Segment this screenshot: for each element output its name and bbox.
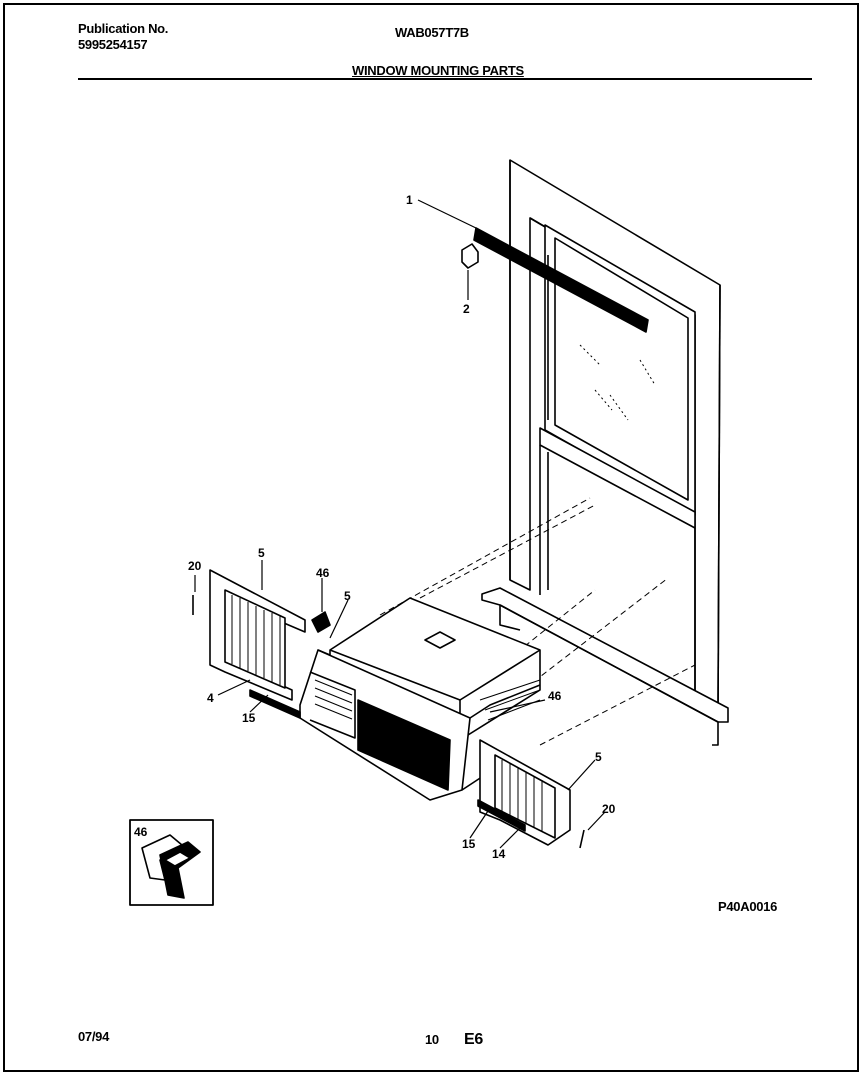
air-conditioner-unit: [299, 597, 541, 801]
callout-4: 4: [207, 691, 214, 705]
footer-section-code: E6: [464, 1031, 483, 1048]
right-side-curtain: [477, 739, 571, 846]
figure-code: P40A0016: [718, 899, 778, 914]
callout-5-right: 5: [595, 750, 602, 764]
model-number: WAB057T7B: [395, 25, 469, 40]
section-title: WINDOW MOUNTING PARTS: [352, 63, 524, 78]
callout-1: 1: [406, 193, 413, 207]
mounting-bracket: [461, 243, 479, 269]
callout-46-right: 46: [548, 689, 562, 703]
header-rule: [78, 78, 812, 80]
weather-seal-strip: [473, 227, 649, 333]
callout-20-right: 20: [602, 802, 616, 816]
callout-5-center: 5: [344, 589, 351, 603]
callout-46-top: 46: [316, 566, 330, 580]
leader-lines: [194, 199, 606, 849]
callout-5-left: 5: [258, 546, 265, 560]
callout-14: 14: [492, 847, 506, 861]
callout-2: 2: [463, 302, 470, 316]
callout-20-left: 20: [188, 559, 202, 573]
left-side-curtain: [209, 569, 306, 719]
footer-date: 07/94: [78, 1029, 110, 1044]
page-border: [3, 3, 859, 1072]
callout-46-inset: 46: [134, 825, 148, 839]
callout-15-left: 15: [242, 711, 256, 725]
footer-page-number: 10: [425, 1032, 439, 1047]
detail-inset-clip: [141, 834, 201, 899]
publication-label: Publication No.: [78, 21, 169, 36]
publication-number: 5995254157: [78, 37, 148, 52]
detail-inset-box: [129, 819, 214, 906]
callout-15-right: 15: [462, 837, 476, 851]
